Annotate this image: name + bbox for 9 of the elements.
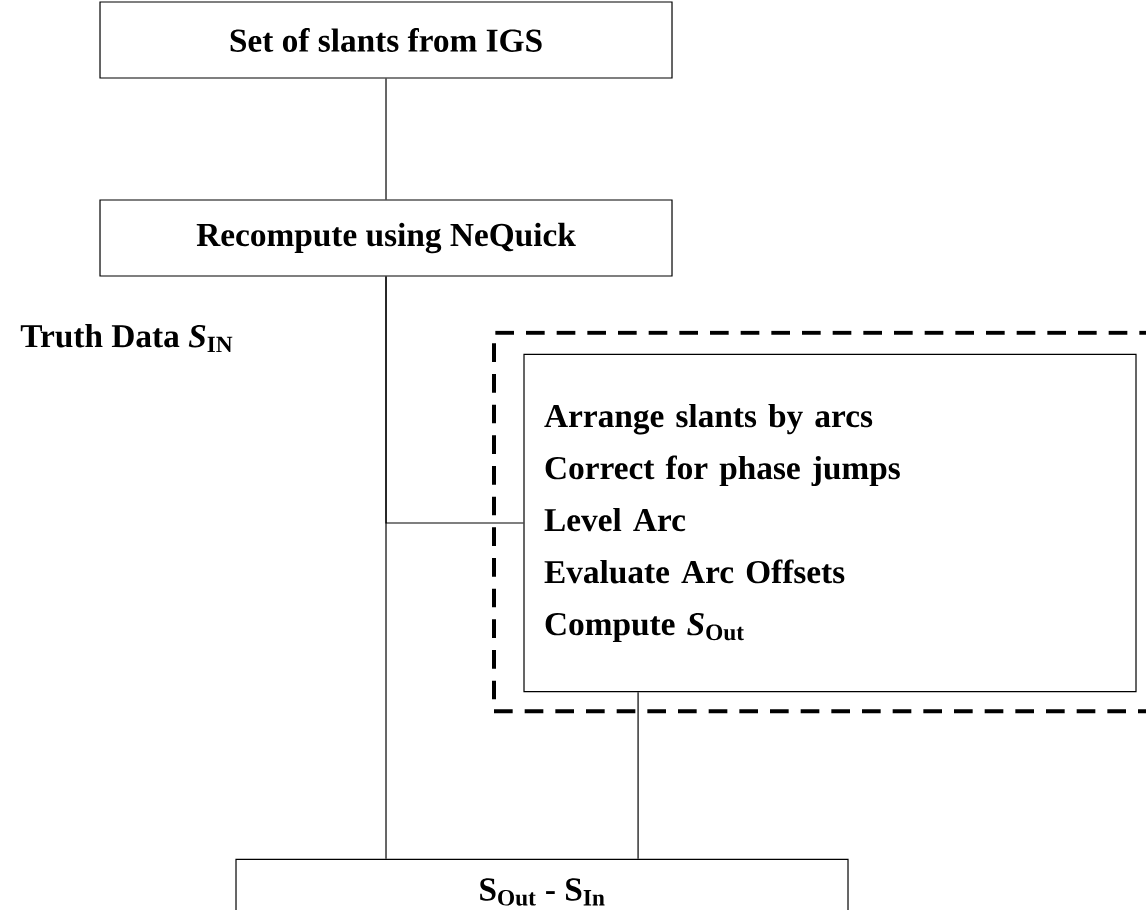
side-label: Truth Data S$_{IN}$ <box>20 323 233 353</box>
dashed-group-frame <box>492 330 1146 714</box>
connector-line <box>385 276 387 860</box>
connector-line <box>637 691 639 860</box>
connector-line <box>385 78 387 200</box>
process-box: Set of slants from IGS <box>99 1 673 79</box>
process-box: Recompute using NeQuick <box>99 199 673 277</box>
process-box: S$_{Out}$ - S$_{In}$ <box>235 858 849 910</box>
process-box: Arrange slants by arcs Correct for phase jumps Level Arc Evaluate Arc Offsets Compute S$_{Out}$ <box>523 353 1137 693</box>
